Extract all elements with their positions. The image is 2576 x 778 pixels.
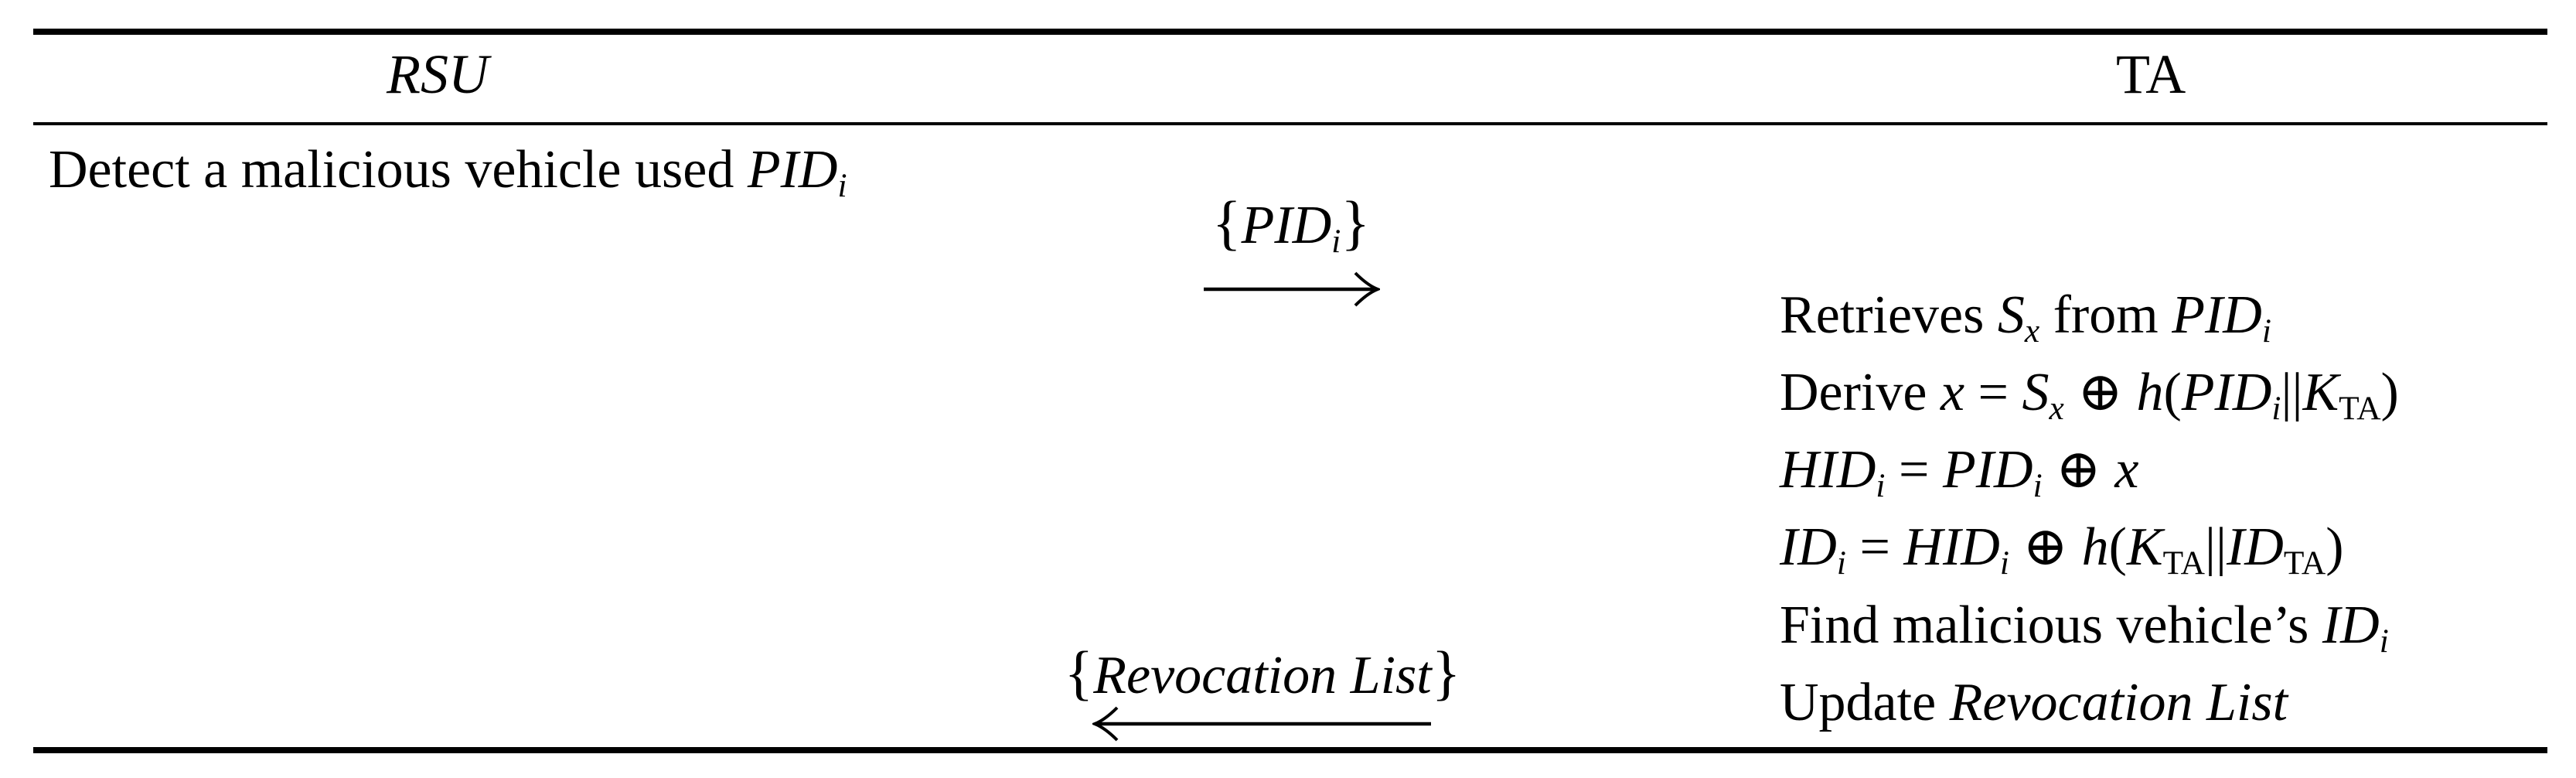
table-top-rule	[33, 29, 2547, 35]
column-header-ta: TA	[2116, 43, 2186, 105]
ta-action-line-1: Retrieves Sx from PIDi	[1780, 285, 2271, 350]
ta-action-line-2: Derive x = Sx ⊕ h(PIDi||KTA)	[1780, 363, 2399, 428]
table-header-rule	[33, 122, 2547, 125]
ta-action-line-6: Update Revocation List	[1780, 672, 2288, 732]
arrow-left-icon	[1092, 706, 1431, 742]
ta-action-line-3: HIDi = PIDi ⊕ x	[1780, 440, 2139, 505]
ta-action-line-5: Find malicious vehicle’s IDi	[1780, 595, 2389, 660]
message-pid-to-ta: {PIDi}	[1098, 189, 1484, 309]
rsu-action-detect-line: Detect a malicious vehicle used PIDi	[49, 140, 847, 205]
message-revocation-label: {Revocation List}	[1064, 639, 1461, 706]
arrow-right-icon	[1204, 271, 1380, 307]
message-revocation-to-rsu: {Revocation List}	[1046, 639, 1479, 744]
message-pid-label: {PIDi}	[1212, 189, 1370, 261]
ta-action-line-4: IDi = HIDi ⊕ h(KTA||IDTA)	[1780, 517, 2344, 582]
column-header-rsu: RSU	[387, 43, 489, 105]
table-bottom-rule	[33, 747, 2547, 753]
ta-actions-block: Retrieves Sx from PIDi Derive x = Sx ⊕ h…	[1780, 285, 2399, 734]
